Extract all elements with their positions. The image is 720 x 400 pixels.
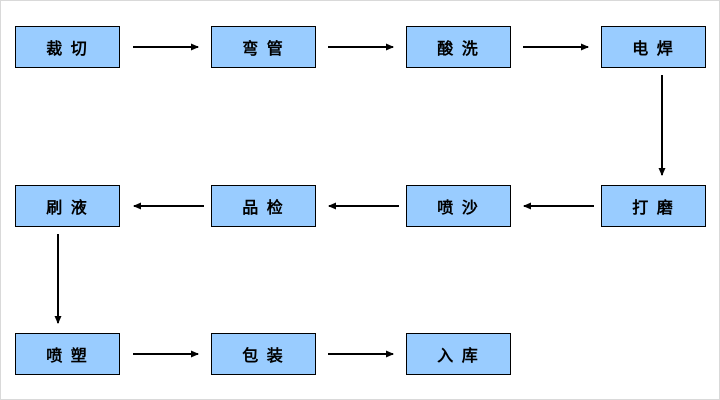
node-liquid-brushing: 刷 液 [15, 185, 120, 227]
node-acid-washing: 酸 洗 [406, 26, 511, 68]
node-quality-inspection: 品 检 [211, 185, 316, 227]
node-pipe-bending: 弯 管 [211, 26, 316, 68]
node-sandblasting: 喷 沙 [406, 185, 511, 227]
node-welding: 电 焊 [601, 26, 706, 68]
node-plastic-spraying: 喷 塑 [15, 333, 120, 375]
node-packaging: 包 装 [211, 333, 316, 375]
node-cutting: 裁 切 [15, 26, 120, 68]
node-grinding: 打 磨 [601, 185, 706, 227]
node-warehousing: 入 库 [406, 333, 511, 375]
